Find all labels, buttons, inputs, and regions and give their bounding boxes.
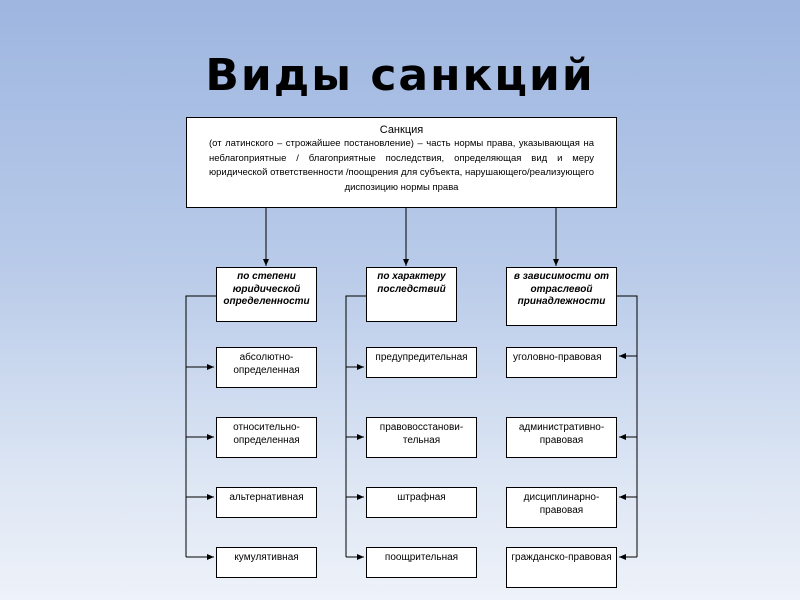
- item-box: альтернативная: [216, 487, 317, 518]
- item-label: предупредительная: [375, 352, 468, 363]
- item-box: правовосстанови-тельная: [366, 417, 477, 458]
- item-label: абсолютно-определенная: [233, 352, 300, 376]
- item-box: штрафная: [366, 487, 477, 518]
- item-label: дисциплинарно-правовая: [523, 492, 600, 516]
- item-label: альтернативная: [229, 492, 304, 503]
- item-label: относительно-определенная: [233, 422, 300, 446]
- item-box: абсолютно-определенная: [216, 347, 317, 388]
- item-box: дисциплинарно-правовая: [506, 487, 617, 528]
- item-box: административно-правовая: [506, 417, 617, 458]
- item-box: кумулятивная: [216, 547, 317, 578]
- item-label: уголовно-правовая: [513, 352, 602, 363]
- item-label: поощрительная: [384, 552, 459, 563]
- spine-cat2: [345, 295, 366, 557]
- category-label: в зависимости от отраслевой принадлежнос…: [513, 271, 610, 307]
- spine-cat3: [617, 295, 638, 557]
- item-box: гражданско-правовая: [506, 547, 617, 588]
- sanction-definition-text: (от латинского – строжайшее постановлени…: [209, 138, 594, 193]
- sanction-definition-box: Санкция (от латинского – строжайшее пост…: [186, 117, 617, 208]
- category-box-branch: в зависимости от отраслевой принадлежнос…: [506, 267, 617, 326]
- item-box: уголовно-правовая: [506, 347, 617, 378]
- category-label: по степени юридической определенности: [223, 271, 310, 307]
- item-box: относительно-определенная: [216, 417, 317, 458]
- item-label: гражданско-правовая: [511, 552, 612, 563]
- item-label: административно-правовая: [518, 422, 605, 446]
- spine-cat1: [185, 295, 216, 557]
- category-label: по характеру последствий: [377, 271, 446, 295]
- item-box: предупредительная: [366, 347, 477, 378]
- page-title: Виды санкций: [205, 50, 595, 101]
- item-box: поощрительная: [366, 547, 477, 578]
- item-label: штрафная: [397, 492, 446, 503]
- sanction-heading: Санкция: [379, 124, 424, 136]
- category-box-certainty: по степени юридической определенности: [216, 267, 317, 322]
- category-box-consequences: по характеру последствий: [366, 267, 457, 322]
- item-label: правовосстанови-тельная: [379, 422, 464, 446]
- item-label: кумулятивная: [234, 552, 299, 563]
